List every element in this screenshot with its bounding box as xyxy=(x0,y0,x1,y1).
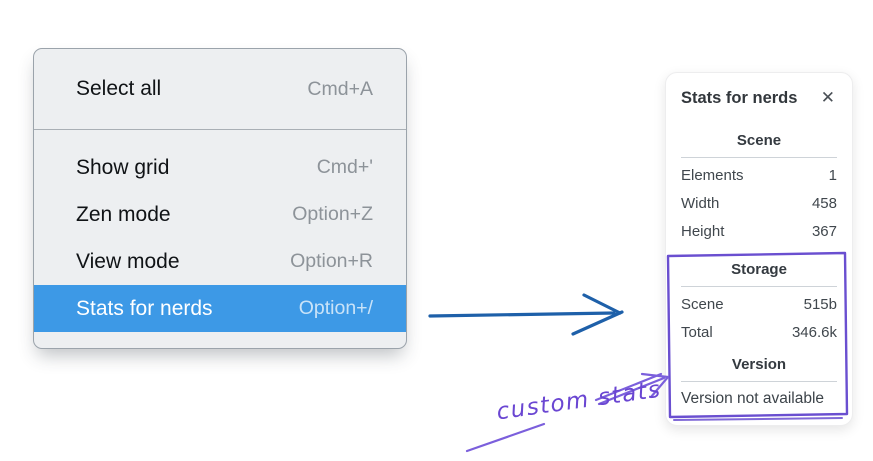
menu-item-label: View mode xyxy=(76,249,180,273)
stat-label: Scene xyxy=(681,296,724,313)
stat-label: Width xyxy=(681,195,720,212)
stat-row-elements: Elements 1 xyxy=(681,162,837,190)
menu-item-shortcut: Option+R xyxy=(290,250,373,272)
stat-row-height: Height 367 xyxy=(681,218,837,246)
menu-item-label: Zen mode xyxy=(76,202,171,226)
menu-item-shortcut: Cmd+A xyxy=(307,77,373,100)
stats-section-version: Version Version not available xyxy=(681,355,837,412)
section-divider xyxy=(681,381,837,382)
menu-item-label: Show grid xyxy=(76,155,170,179)
custom-stats-label: custom stats xyxy=(494,376,664,426)
menu-section-top: Select all Cmd+A xyxy=(34,61,406,117)
menu-item-shortcut: Cmd+' xyxy=(316,156,373,178)
panel-title: Stats for nerds xyxy=(681,88,798,107)
close-icon[interactable]: ✕ xyxy=(820,88,835,107)
stat-row-total-storage: Total 346.6k xyxy=(681,319,837,347)
stats-section-scene: Scene Elements 1 Width 458 Height 367 xyxy=(681,131,837,246)
menu-item-label: Select all xyxy=(76,77,162,100)
menu-item-view-mode[interactable]: View mode Option+R xyxy=(34,238,406,285)
menu-item-shortcut: Option+/ xyxy=(298,297,373,319)
stats-panel: Stats for nerds ✕ Scene Elements 1 Width… xyxy=(665,72,853,426)
menu-item-stats-for-nerds[interactable]: Stats for nerds Option+/ xyxy=(34,285,406,332)
stat-value: 458 xyxy=(811,195,837,212)
menu-item-shortcut: Option+Z xyxy=(292,203,373,225)
section-divider xyxy=(681,286,837,287)
section-heading: Storage xyxy=(731,261,787,278)
menu-item-zen-mode[interactable]: Zen mode Option+Z xyxy=(34,191,406,238)
stats-section-storage: Storage Scene 515b Total 346.6k xyxy=(681,260,837,347)
section-divider xyxy=(681,157,837,158)
menu-section-bottom: Show grid Cmd+' Zen mode Option+Z View m… xyxy=(34,130,406,332)
menu-item-show-grid[interactable]: Show grid Cmd+' xyxy=(34,144,406,191)
pointer-arrow xyxy=(428,293,624,336)
version-note: Version not available xyxy=(681,390,825,407)
stat-row-width: Width 458 xyxy=(681,190,837,218)
stat-value: 367 xyxy=(811,223,837,240)
menu-divider xyxy=(34,129,406,130)
context-menu: Select all Cmd+A Show grid Cmd+' Zen mod… xyxy=(33,48,407,349)
stat-value: 1 xyxy=(828,167,837,184)
stat-label: Elements xyxy=(681,167,744,184)
section-heading: Version xyxy=(731,356,787,373)
stat-label: Total xyxy=(681,324,713,341)
stat-row-scene-storage: Scene 515b xyxy=(681,291,837,319)
stat-value: 515b xyxy=(803,296,837,313)
menu-item-select-all[interactable]: Select all Cmd+A xyxy=(34,61,406,117)
stat-value: 346.6k xyxy=(791,324,837,341)
section-heading: Scene xyxy=(736,132,782,149)
stat-label: Height xyxy=(681,223,725,240)
stats-panel-header: Stats for nerds ✕ xyxy=(681,87,837,109)
menu-item-label: Stats for nerds xyxy=(76,296,213,320)
